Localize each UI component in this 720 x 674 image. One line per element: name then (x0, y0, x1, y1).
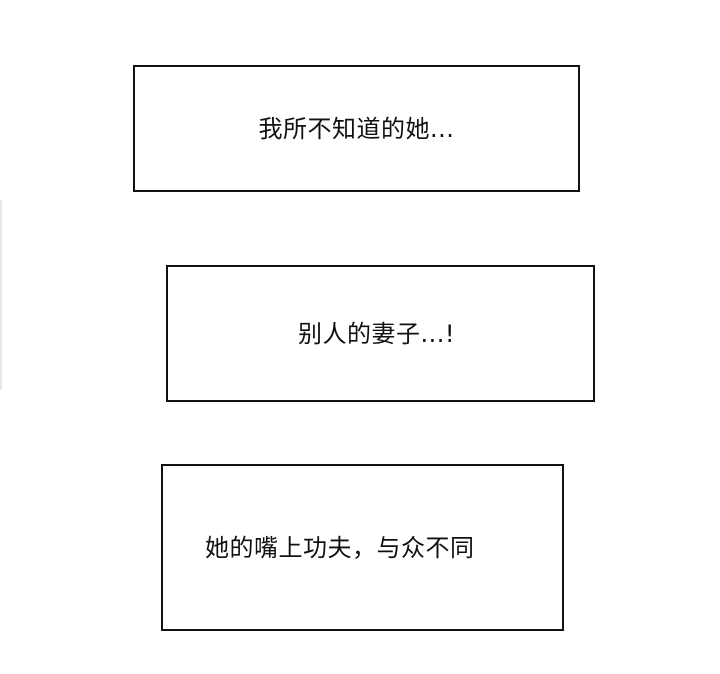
caption-box-3: 她的嘴上功夫，与众不同 (161, 464, 564, 631)
caption-text-2: 别人的妻子...! (298, 319, 456, 348)
caption-box-1: 我所不知道的她... (133, 65, 580, 192)
caption-text-3: 她的嘴上功夫，与众不同 (205, 533, 475, 562)
caption-box-2: 别人的妻子...! (166, 265, 595, 402)
caption-text-1: 我所不知道的她... (258, 114, 455, 143)
panel-edge-line (0, 200, 2, 390)
